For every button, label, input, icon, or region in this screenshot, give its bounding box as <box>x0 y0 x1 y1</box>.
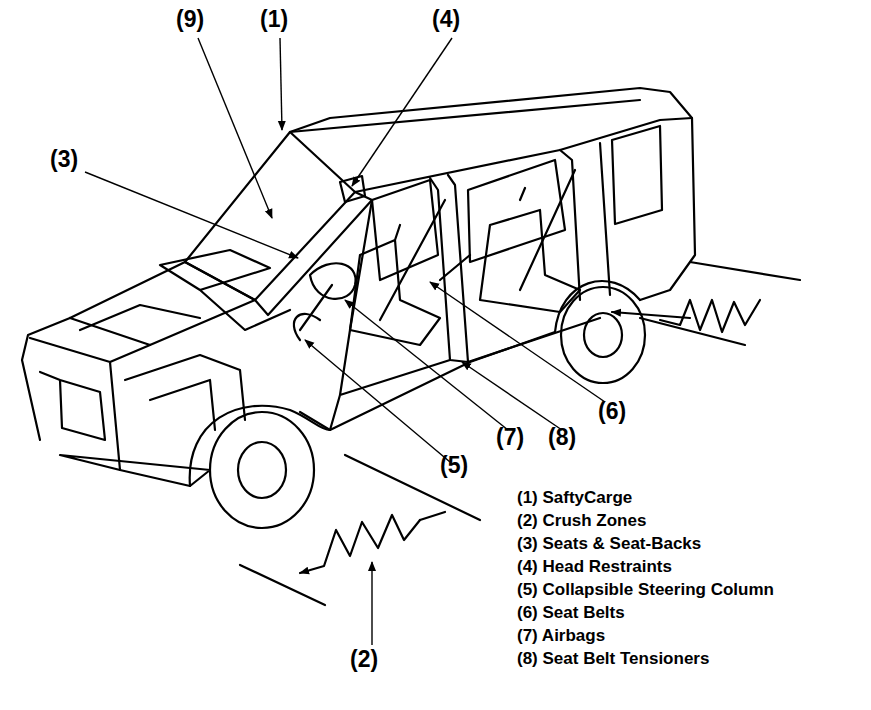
leader-line <box>371 562 372 645</box>
front-seat <box>350 225 440 345</box>
front-wheel <box>210 412 314 528</box>
leader-line <box>85 172 298 258</box>
hood-line <box>70 262 255 345</box>
crush-zone-line <box>640 318 745 345</box>
leader-line <box>352 38 452 186</box>
key-entry: (3) Seats & Seat-Backs <box>517 534 701 554</box>
key-entry: (7) Airbags <box>517 626 605 646</box>
front-hub <box>238 442 286 498</box>
body-outline <box>22 88 695 486</box>
callout-number: (3) <box>50 146 78 173</box>
crush-zone-spring <box>300 515 420 573</box>
airbag <box>294 314 320 340</box>
leader-line <box>198 38 272 218</box>
leader-line <box>305 340 450 462</box>
leader-line <box>345 300 508 430</box>
key-entry: (1) SaftyCarge <box>517 488 632 508</box>
rear-wheel-arch <box>555 281 640 332</box>
key-entry: (6) Seat Belts <box>517 603 625 623</box>
callout-number: (5) <box>440 452 468 479</box>
side-windows <box>372 126 662 280</box>
callout-number: (8) <box>548 424 576 451</box>
callout-number: (7) <box>496 424 524 451</box>
seat-belt <box>380 170 575 320</box>
crush-zone-line <box>690 262 800 280</box>
key-entry: (5) Collapsible Steering Column <box>517 580 774 600</box>
leader-line <box>280 38 282 130</box>
rear-seat <box>480 188 580 312</box>
b-pillar <box>430 175 468 362</box>
windshield <box>185 132 355 300</box>
key-entry: (4) Head Restraints <box>517 557 672 577</box>
c-pillar <box>560 143 610 300</box>
callout-number: (1) <box>260 6 288 33</box>
engine-bay <box>80 305 245 430</box>
callout-number: (6) <box>598 398 626 425</box>
leader-line <box>462 362 562 430</box>
crush-zone-line <box>240 565 325 605</box>
dashboard <box>160 250 290 330</box>
callout-number: (2) <box>350 646 378 673</box>
rear-wheel <box>561 287 645 383</box>
key-entry: (8) Seat Belt Tensioners <box>517 649 709 669</box>
key-entry: (2) Crush Zones <box>517 511 646 531</box>
leader-line <box>430 282 605 402</box>
head-restraint <box>340 176 365 202</box>
steering-wheel <box>300 263 356 330</box>
crush-zone-spring <box>420 512 445 520</box>
callout-number: (9) <box>176 6 204 33</box>
crush-zone-spring <box>612 312 690 318</box>
callout-number: (4) <box>432 6 460 33</box>
rear-hub <box>584 313 622 357</box>
front-frame <box>30 338 150 470</box>
